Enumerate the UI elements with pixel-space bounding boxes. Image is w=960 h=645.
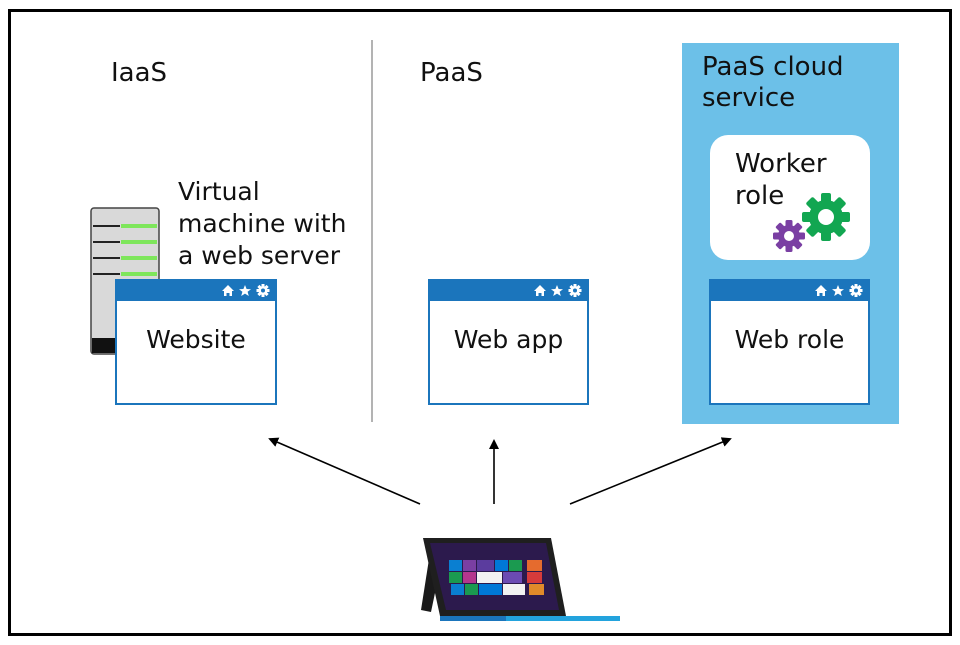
iaas-title: IaaS	[111, 58, 168, 88]
vm-caption-line-1: Virtual	[178, 177, 260, 206]
star-icon	[832, 285, 844, 296]
browser-toolbar-icons	[222, 284, 270, 297]
worker-label-line-1: Worker	[735, 149, 827, 179]
vm-caption-line-2: machine with	[178, 209, 347, 238]
purple-gear-icon	[773, 220, 805, 252]
web-app-browser-window: Web app	[428, 279, 589, 405]
gear-icon	[849, 284, 863, 297]
green-gear-icon	[802, 193, 850, 241]
gear-icon	[568, 284, 582, 297]
star-icon	[551, 285, 563, 296]
cloud-service-title: PaaS cloud service	[702, 52, 892, 114]
worker-label-line-2: role	[735, 181, 785, 211]
home-icon	[222, 285, 234, 296]
vm-caption-line-3: a web server	[178, 241, 341, 270]
web-app-browser-titlebar	[430, 281, 587, 301]
website-browser-window: Website	[115, 279, 277, 405]
diagram-frame	[8, 9, 952, 636]
tablet-icon	[421, 538, 620, 621]
column-divider	[371, 40, 373, 422]
web-app-label: Web app	[453, 325, 564, 354]
cloud-title-line-2: service	[702, 83, 796, 113]
web-role-browser-titlebar	[711, 281, 868, 301]
home-icon	[815, 285, 827, 296]
virtual-machine-caption: Virtual machine with a web server	[178, 176, 346, 272]
website-browser-titlebar	[117, 281, 275, 301]
browser-toolbar-icons	[815, 284, 863, 297]
home-icon	[534, 285, 546, 296]
arrow-to-cloud-service	[569, 437, 732, 505]
gear-icon	[256, 284, 270, 297]
cloud-title-line-1: PaaS cloud	[702, 52, 844, 82]
star-icon	[239, 285, 251, 296]
web-role-browser-window: Web role	[709, 279, 870, 405]
paas-title: PaaS	[420, 58, 483, 88]
worker-role-label: Worker role	[735, 148, 827, 212]
browser-toolbar-icons	[534, 284, 582, 297]
arrow-to-iaas	[268, 437, 421, 505]
website-label: Website	[146, 325, 246, 354]
web-role-label: Web role	[734, 325, 845, 354]
